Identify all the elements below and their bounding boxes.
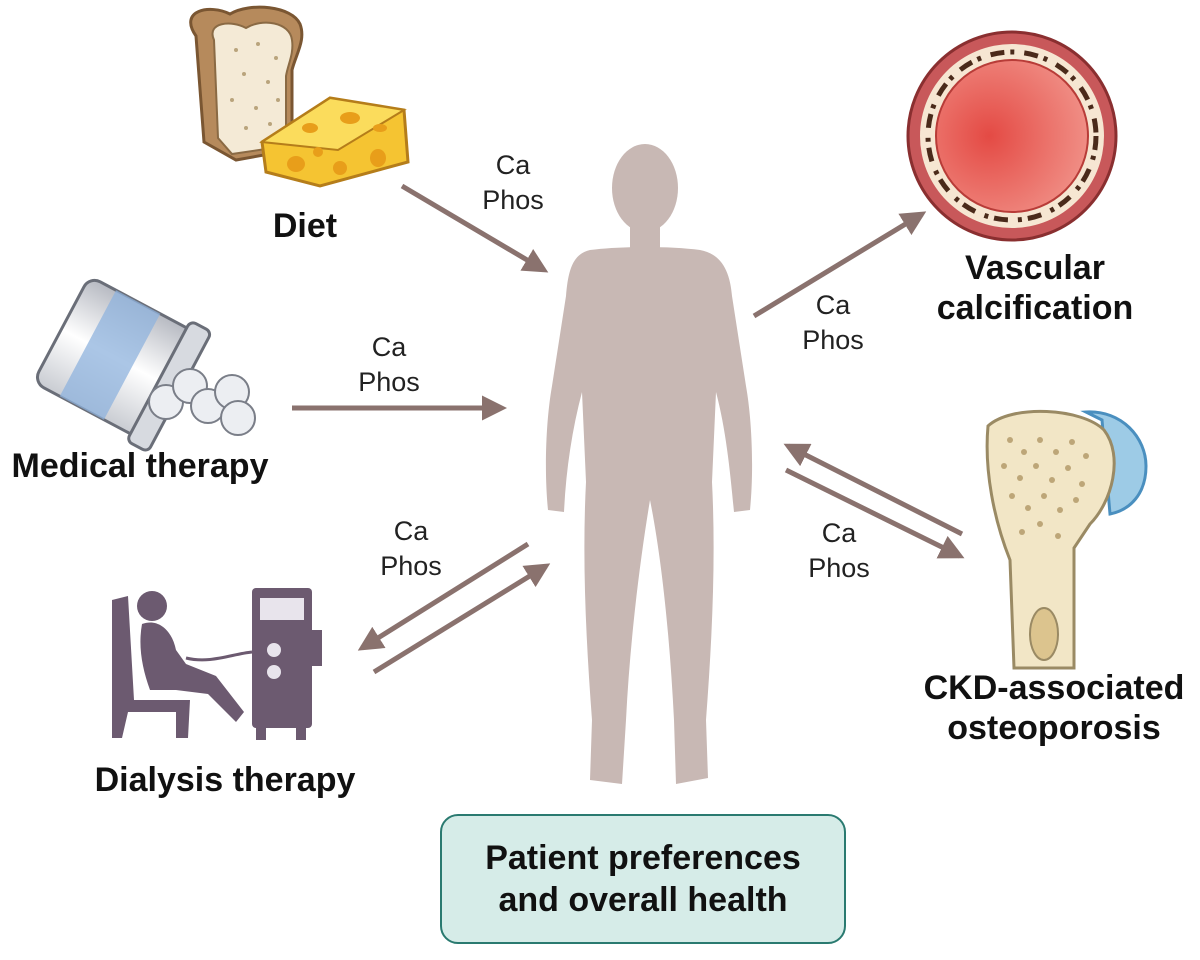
label-ckd-line1: CKD-associated — [923, 669, 1185, 707]
label-vascular-line2: calcification — [936, 289, 1134, 327]
arrow-bone-to-body — [783, 443, 964, 537]
arrow-diet-to-body — [400, 183, 549, 273]
box-line2: and overall health — [498, 881, 788, 919]
label-vascular-line1: Vascular — [965, 249, 1105, 287]
box-line1: Patient preferences — [485, 839, 801, 877]
artery-cross-section-icon — [906, 30, 1118, 242]
label-vascular-calcification: Vascular calcification — [920, 248, 1150, 328]
femur-bone-icon — [985, 409, 1148, 670]
pill-bottle-icon — [35, 278, 256, 452]
label-ckd-osteoporosis: CKD-associated osteoporosis — [912, 668, 1196, 748]
arrow-body-to-dialysis — [357, 541, 530, 651]
label-medical-therapy: Medical therapy — [11, 447, 269, 485]
human-body-silhouette — [545, 144, 753, 784]
arrow-dialysis-to-body — [372, 563, 551, 675]
arrows — [292, 183, 965, 675]
label-diet: Diet — [272, 207, 338, 245]
arrow-body-to-bone — [784, 467, 965, 559]
arrow-body-to-vascular — [752, 211, 927, 319]
patient-preferences-box: Patient preferences and overall health — [440, 814, 846, 944]
bread-and-cheese-icon — [189, 5, 410, 188]
label-ckd-line2: osteoporosis — [947, 709, 1161, 747]
label-dialysis-therapy: Dialysis therapy — [94, 761, 356, 799]
dialysis-patient-and-machine-icon — [112, 588, 322, 740]
